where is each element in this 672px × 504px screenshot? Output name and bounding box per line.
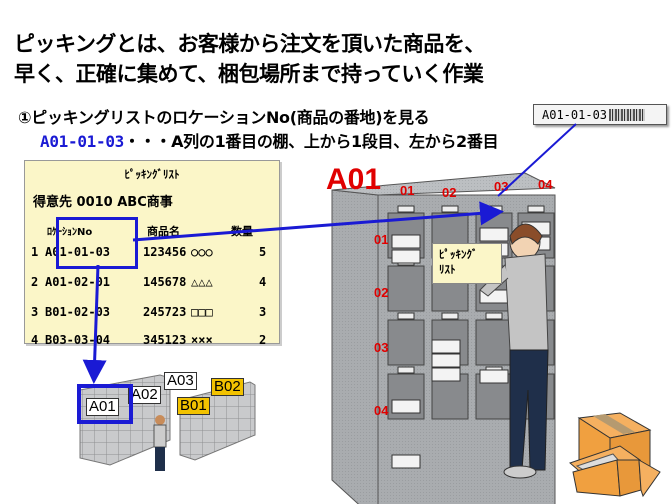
row-location: A01-01-03 xyxy=(45,245,111,259)
product-box xyxy=(479,227,509,242)
cabinet-name: A01 xyxy=(326,163,382,196)
header-product: 商品名 xyxy=(147,225,180,238)
row-code: 245723 xyxy=(143,305,187,319)
row-location: B01-02-03 xyxy=(45,305,111,319)
location-highlight-box xyxy=(56,217,138,269)
title-line-2: 早く、正確に集めて、梱包場所まで持っていく作業 xyxy=(14,62,484,86)
row-no: 2 xyxy=(31,275,39,289)
row-qty: 2 xyxy=(259,333,267,347)
product-box xyxy=(431,367,461,382)
callout-line-2: ﾘｽﾄ xyxy=(439,263,456,276)
shelf-tag-b02: B02 xyxy=(211,378,244,396)
row-name: ××× xyxy=(191,333,213,347)
row-qty: 5 xyxy=(259,245,267,259)
cabinet-column-02: 02 xyxy=(442,185,457,200)
cell-label-tag xyxy=(527,205,545,213)
worker-small xyxy=(153,415,167,471)
packing-boxes-icon xyxy=(569,412,661,498)
callout-line-1: ﾋﾟｯｷﾝｸﾞ xyxy=(439,248,478,261)
header-quantity: 数量 xyxy=(231,225,253,238)
cabinet-column-04: 04 xyxy=(538,177,553,192)
cell-label-tag xyxy=(441,312,459,320)
product-box xyxy=(391,399,421,414)
row-location: A01-02-01 xyxy=(45,275,111,289)
header-location: ﾛｹｰｼｮﾝNo xyxy=(47,227,93,238)
cabinet-row-03: 03 xyxy=(374,340,389,355)
product-box xyxy=(391,454,421,469)
row-name: ○○○ xyxy=(191,245,213,259)
cell-label-tag xyxy=(485,205,503,213)
cell-label-tag xyxy=(485,312,503,320)
barcode-label: A01-01-03 xyxy=(533,104,667,125)
cabinet-cell xyxy=(475,319,513,366)
row-no: 4 xyxy=(31,333,39,347)
row-name: △△△ xyxy=(191,275,213,289)
cabinet-cell xyxy=(387,319,425,366)
row-code: 345123 xyxy=(143,333,187,347)
row-no: 3 xyxy=(31,305,39,319)
row-code: 145678 xyxy=(143,275,187,289)
cell-label-tag xyxy=(397,312,415,320)
row-location: B03-03-04 xyxy=(45,333,111,347)
step-explanation-line: A01-01-03・・・A列の1番目の棚、上から1段目、左から2番目 xyxy=(40,128,499,152)
shelf-tag-a02: A02 xyxy=(128,386,161,404)
shelf-tag-b01: B01 xyxy=(177,397,210,415)
row-name: □□□ xyxy=(191,305,213,319)
cell-label-tag xyxy=(441,205,459,213)
shelf-tag-a03: A03 xyxy=(164,372,197,390)
location-explanation: ・・・A列の1番目の棚、上から1段目、左から2番目 xyxy=(124,132,499,151)
picking-list-callout: ﾋﾟｯｷﾝｸﾞ ﾘｽﾄ xyxy=(432,243,502,284)
shelf-highlight-box xyxy=(77,384,133,424)
barcode-label-code: A01-01-03 xyxy=(542,107,608,122)
product-box xyxy=(479,369,509,384)
cabinet-row-04: 04 xyxy=(374,403,389,418)
row-qty: 4 xyxy=(259,275,267,289)
row-no: 1 xyxy=(31,245,39,259)
customer-line: 得意先 0010 ABC商事 xyxy=(33,195,173,210)
title-line-1: ピッキングとは、お客様から注文を頂いた商品を、 xyxy=(14,32,485,56)
product-box xyxy=(391,234,421,249)
step-heading: ①ピッキングリストのロケーションNo(商品の番地)を見る xyxy=(18,108,430,127)
row-code: 123456 xyxy=(143,245,187,259)
cell-label-tag xyxy=(397,366,415,374)
worker-figure xyxy=(479,223,549,479)
cabinet-row-02: 02 xyxy=(374,285,389,300)
cell-label-tag xyxy=(397,205,415,213)
row-qty: 3 xyxy=(259,305,267,319)
product-box xyxy=(431,339,461,354)
picking-list-title: ﾋﾟｯｷﾝｸﾞﾘｽﾄ xyxy=(124,168,180,181)
cabinet-cell xyxy=(387,265,425,312)
product-box xyxy=(391,249,421,264)
product-box xyxy=(431,353,461,368)
cabinet-column-03: 03 xyxy=(494,179,509,194)
barcode-icon xyxy=(609,108,646,121)
cabinet-column-01: 01 xyxy=(400,183,415,198)
shelf-tag-a01: A01 xyxy=(86,398,119,416)
location-code: A01-01-03 xyxy=(40,132,124,151)
cabinet-row-01: 01 xyxy=(374,232,389,247)
